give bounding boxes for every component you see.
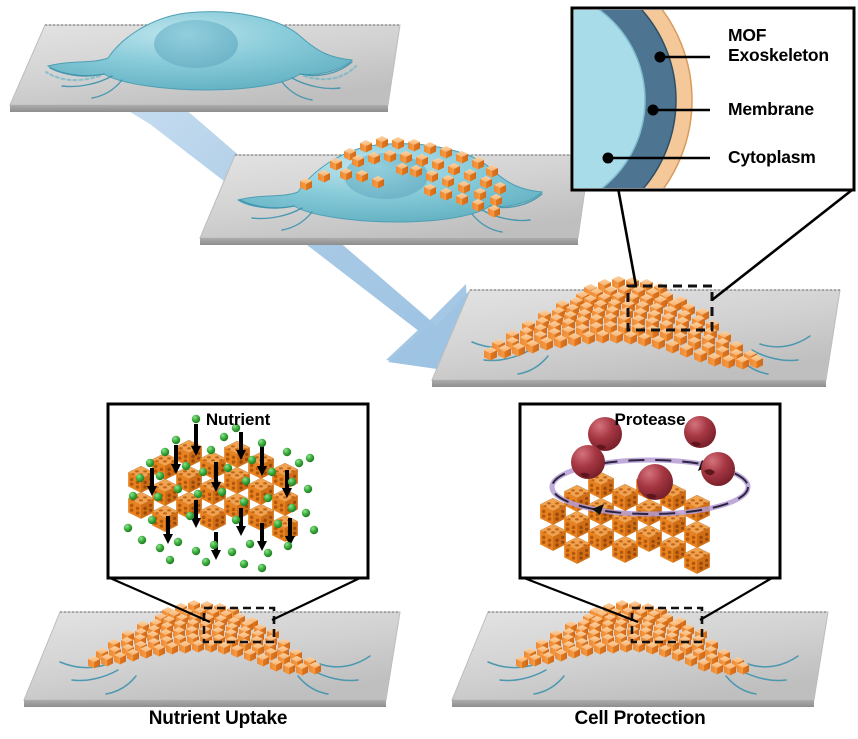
nucleus-1 — [154, 20, 238, 68]
filopodia-3 — [471, 335, 811, 375]
leader-lines — [608, 55, 710, 160]
callout-box-mof-zoom — [626, 284, 714, 332]
mof-exoskeleton-dome-3 — [484, 276, 763, 370]
mof-crystal-cluster-partial — [300, 136, 506, 218]
cell-body-2 — [236, 136, 544, 233]
inset-title-nutrient: Nutrient — [205, 410, 271, 429]
callout-connector-protease — [523, 576, 773, 624]
layer-membrane — [574, 10, 677, 188]
encapsulation-arrow — [104, 96, 472, 374]
substrate-plane-5 — [451, 611, 829, 707]
stage-nutrient-cell — [23, 600, 401, 707]
layer-mof-exoskeleton — [574, 10, 693, 188]
nutrient-inset-panel — [106, 402, 370, 580]
callout-connector-nutrient — [109, 576, 361, 624]
stage-2-partially-coated-cell — [199, 136, 591, 245]
layer-cytoplasm — [574, 10, 646, 188]
leader-dots — [602, 51, 666, 164]
substrate-plane-2 — [199, 154, 591, 245]
callout-box-nutrient-zoom — [202, 606, 276, 644]
diffusion-arrows — [147, 424, 295, 560]
stage-protection-cell — [451, 600, 829, 707]
mof-exoskeleton-dome-4 — [88, 600, 321, 676]
protease-inset-panel — [518, 402, 782, 580]
label-membrane: Membrane — [728, 99, 814, 119]
mof-exoskeleton-dome-5 — [516, 600, 749, 676]
label-cytoplasm: Cytoplasm — [728, 147, 816, 167]
inset-title-protease: Protease — [614, 410, 686, 429]
cell-body-1 — [44, 11, 358, 101]
substrate-plane-3 — [431, 289, 841, 387]
mof-porous-lattice-nutrient — [128, 440, 298, 542]
caption-nutrient-uptake: Nutrient Uptake — [148, 708, 288, 729]
stage-3-encapsulated-cell — [431, 276, 841, 387]
substrate-plane-4 — [23, 611, 401, 707]
mof-porous-lattice-protease — [540, 472, 710, 574]
nutrient-particles — [123, 414, 319, 573]
label-mof-exoskeleton: MOF Exoskeleton — [728, 25, 829, 65]
substrate-plane-1 — [9, 24, 401, 112]
caption-cell-protection: Cell Protection — [574, 708, 706, 729]
stage-1-bare-cell — [9, 11, 401, 112]
callout-box-protease-zoom — [630, 606, 704, 644]
nucleus-2 — [344, 153, 428, 199]
exclusion-orbit — [549, 457, 751, 517]
